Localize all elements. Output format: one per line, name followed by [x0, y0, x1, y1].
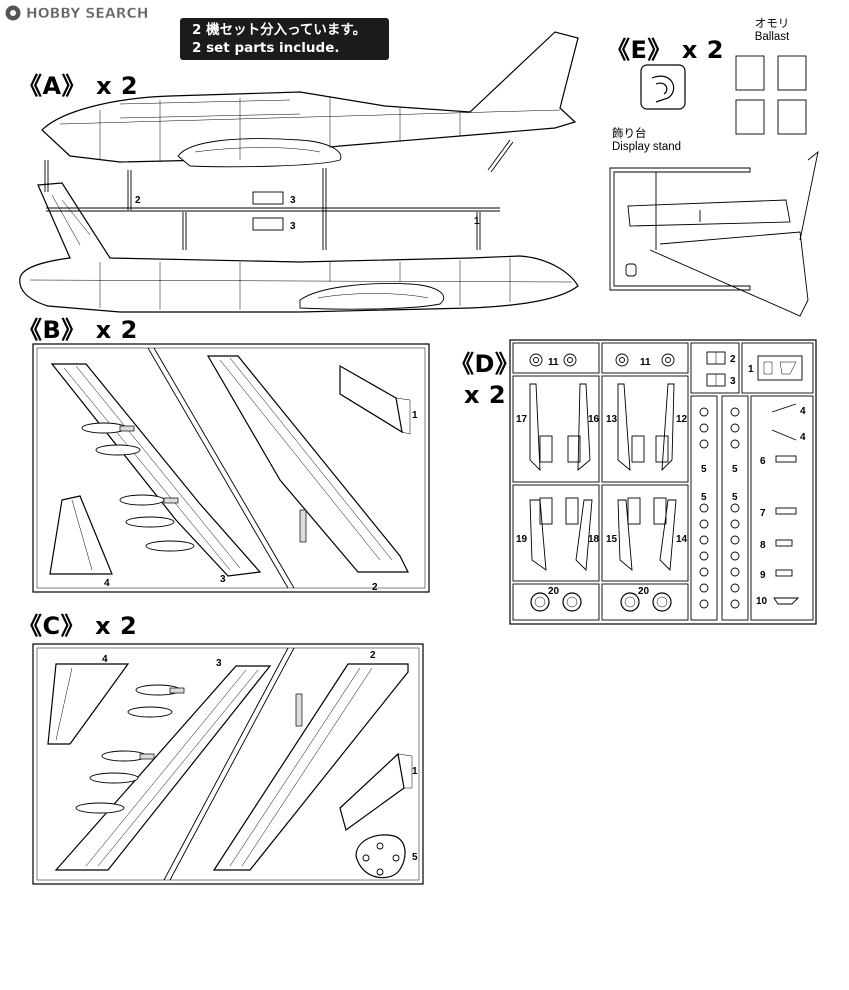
display-stand-label-en: Display stand: [612, 141, 682, 153]
part-number-c2: 2: [370, 650, 376, 661]
part-number-d20b: 20: [638, 586, 650, 597]
hobby-search-watermark: HOBBY SEARCH: [4, 3, 174, 23]
part-number-d13: 13: [606, 414, 618, 425]
section-a-mult: x 2: [96, 72, 139, 100]
header-note-ja: 2 機セット分入っています。: [192, 22, 367, 38]
fuselage-half-lower: [19, 182, 579, 313]
part-number-c4: 4: [102, 654, 108, 665]
part-number-c5: 5: [412, 852, 418, 863]
part-number-d1: 1: [748, 364, 754, 375]
part-number-d9: 9: [760, 570, 766, 581]
part-c5: [355, 834, 406, 879]
section-e-label: 《E》 x 2: [606, 30, 724, 65]
engine-fans-d20: [530, 592, 672, 612]
part-number-d11a: 11: [548, 357, 559, 368]
header-note-en: 2 set parts include.: [192, 40, 340, 56]
part-number-d17: 17: [516, 414, 528, 425]
part-number-c3: 3: [216, 658, 222, 669]
display-stand-sprue: [609, 150, 819, 317]
part-e-clip: [640, 64, 686, 110]
part-number-b1: 1: [412, 410, 418, 421]
part-number-d4b: 4: [800, 432, 806, 443]
part-number-d5b: 5: [732, 464, 738, 475]
wing-b3: [50, 363, 262, 577]
part-number-c1: 1: [412, 766, 418, 777]
section-d-mult: x 2: [464, 381, 507, 409]
part-number-d12: 12: [676, 414, 688, 425]
part-number-d20a: 20: [548, 586, 560, 597]
part-number-b2: 2: [372, 582, 378, 593]
ballast-label: オモリ Ballast: [752, 18, 792, 44]
part-number-d2: 2: [730, 354, 736, 365]
gear-doors-d: [529, 383, 677, 572]
display-stand-label: 飾り台 Display stand: [612, 128, 681, 154]
sprue-b-frame: [32, 343, 430, 593]
part-number-d7: 7: [760, 508, 766, 519]
part-number-d14: 14: [676, 534, 688, 545]
part-number-d4a: 4: [800, 406, 806, 417]
section-a-letter: 《A》: [18, 72, 87, 100]
fuselage-half-upper: [41, 31, 579, 168]
part-number-b4: 4: [104, 578, 110, 589]
part-number-a3b: 3: [290, 221, 296, 232]
stabilizer-c1: [339, 752, 413, 831]
section-b-label: 《B》 x 2: [18, 310, 138, 345]
section-c-letter: 《C》: [18, 612, 86, 640]
display-stand-label-ja: 飾り台: [612, 128, 647, 140]
wing-b2: [206, 355, 409, 573]
watermark-logo-icon: HOBBY SEARCH: [5, 5, 149, 22]
watermark-text: HOBBY SEARCH: [26, 6, 148, 22]
part-number-a1: 1: [474, 216, 480, 227]
section-a-label: 《A》 x 2: [18, 66, 138, 101]
part-number-d6: 6: [760, 456, 766, 467]
sprue-a-runners: [44, 139, 514, 250]
wheels-d11: [529, 353, 675, 367]
part-number-d11b: 11: [640, 357, 651, 368]
part-number-b3: 3: [220, 574, 226, 585]
fin-b4: [49, 495, 113, 575]
fin-c4: [47, 663, 130, 745]
part-number-d16: 16: [588, 414, 600, 425]
part-number-a3: 3: [290, 195, 296, 206]
section-e-mult: x 2: [681, 36, 724, 64]
wing-c3: [54, 665, 272, 871]
wing-c2: [212, 663, 409, 871]
wheels-d5: [699, 407, 740, 609]
section-b-letter: 《B》: [18, 316, 86, 344]
stabilizer-b1: [339, 364, 411, 435]
part-number-d5a: 5: [701, 464, 707, 475]
part-number-d5c: 5: [701, 492, 707, 503]
sprue-d-frame: [509, 339, 817, 625]
part-number-d3: 3: [730, 376, 736, 387]
section-e-letter: 《E》: [606, 36, 672, 64]
header-note: 2 機セット分入っています。 2 set parts include.: [180, 18, 389, 60]
ballast-weights: [735, 55, 807, 135]
part-number-a2: 2: [135, 195, 141, 206]
part-number-d10: 10: [756, 596, 768, 607]
ballast-label-en: Ballast: [754, 31, 790, 43]
small-parts-d: [771, 403, 800, 605]
part-number-d18: 18: [588, 534, 600, 545]
section-c-mult: x 2: [95, 612, 138, 640]
section-c-label: 《C》 x 2: [18, 606, 137, 641]
ballast-label-ja: オモリ: [754, 18, 790, 30]
section-b-mult: x 2: [95, 316, 138, 344]
part-number-d8: 8: [760, 540, 766, 551]
sprue-c-frame: [32, 643, 424, 885]
section-d-letter: 《D》: [450, 350, 520, 378]
part-number-d19: 19: [516, 534, 528, 545]
part-number-d5d: 5: [732, 492, 738, 503]
part-number-d15: 15: [606, 534, 618, 545]
section-d-label: 《D》 x 2: [450, 344, 519, 409]
